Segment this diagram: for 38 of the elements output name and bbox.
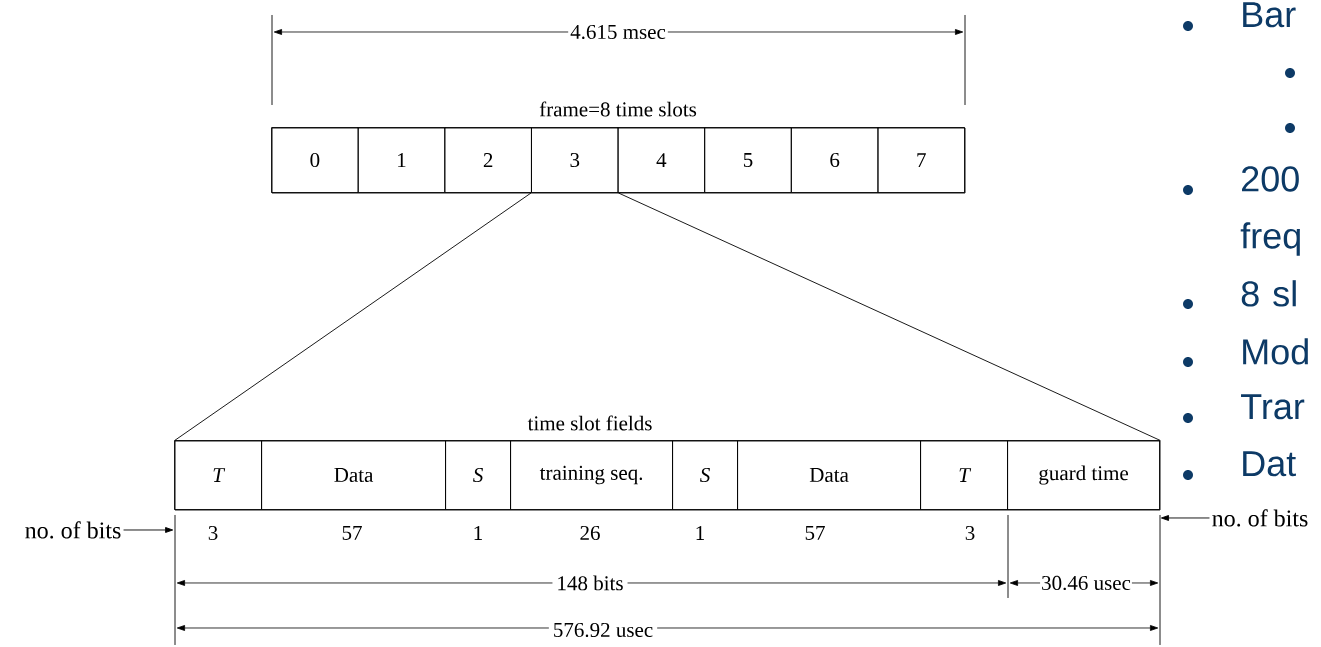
- slot-cell: 4: [617, 127, 706, 193]
- slot-cell: 1: [357, 127, 446, 193]
- slot-cell: training seq.: [510, 440, 673, 510]
- bullet-text: 200 freq: [1240, 166, 1300, 256]
- slot-cell: 5: [704, 127, 792, 193]
- slot-cell: 2: [444, 127, 532, 193]
- box-heading: time slot fields: [527, 415, 652, 431]
- bullet-text: Mod: [1243, 338, 1308, 365]
- slot-cell: T: [174, 440, 262, 510]
- dimension-label: 148 bits: [552, 573, 628, 593]
- dimension-label: 30.46 usec: [1040, 573, 1132, 593]
- zoom-line: [174, 192, 532, 441]
- bullet-text: 8 sl: [1241, 280, 1296, 307]
- bullet-text: Trar: [1241, 394, 1305, 420]
- arrow: [1161, 515, 1210, 521]
- slot-cell: T: [920, 440, 1008, 510]
- slot-cell: 6: [790, 127, 879, 193]
- slot-cell: guard time: [1007, 440, 1160, 510]
- bit-count: 3: [965, 525, 975, 541]
- slot-cell: Data: [737, 440, 921, 510]
- bullet-text: Bar: [1243, 2, 1296, 28]
- bit-count: 1: [696, 526, 704, 540]
- axis-label: no. of bits: [25, 521, 121, 539]
- zoom-line: [618, 192, 1161, 441]
- dimension-label: 576.92 usec: [548, 620, 658, 640]
- arrow: [123, 527, 174, 533]
- bullet-text: Dat: [1243, 451, 1296, 477]
- slot-cell: Data: [261, 440, 446, 510]
- bit-count: 1: [474, 526, 482, 540]
- slot-cell: S: [672, 440, 738, 510]
- slot-cell: 0: [271, 127, 359, 193]
- slot-cell: S: [445, 440, 511, 510]
- slot-cell: 7: [877, 127, 965, 193]
- slot-cell: 3: [531, 127, 619, 193]
- box-heading: frame=8 time slots: [539, 101, 697, 117]
- axis-label: no. of bits: [1212, 509, 1308, 527]
- bit-count: 3: [208, 525, 218, 541]
- dimension-label: 4.615 msec: [568, 22, 668, 42]
